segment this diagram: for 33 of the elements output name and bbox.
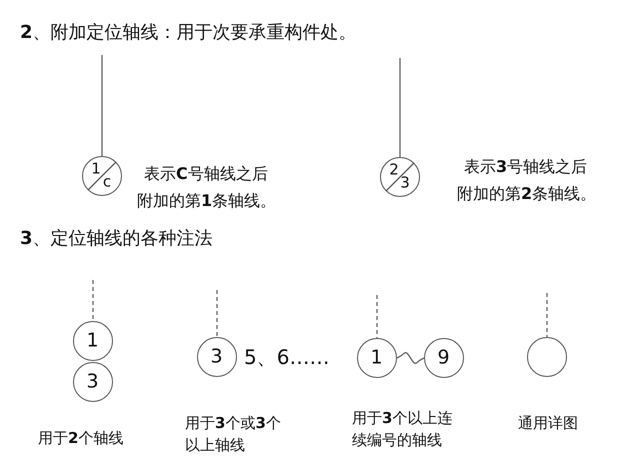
axis-number-circle (424, 338, 464, 378)
axis-number: 1 (86, 331, 99, 350)
continuation-text: 5、6…… (244, 345, 330, 369)
section-heading: 2、附加定位轴线：用于次要承重构件处。 (20, 21, 358, 45)
axis-number: c (102, 174, 112, 190)
axis-number: 1 (91, 162, 101, 176)
axis-number: 1 (370, 348, 383, 367)
description-text: 表示3号轴线之后附加的第2条轴线。 (457, 156, 598, 206)
axis-number-circle (357, 338, 397, 378)
axis-line (376, 295, 378, 338)
axis-line (546, 293, 548, 337)
caption-text: 用于2个轴线 (38, 428, 124, 449)
axis-number-circle (197, 337, 237, 377)
axis-number-circle (73, 321, 113, 361)
axis-line (399, 58, 401, 157)
axis-number: 3 (86, 372, 99, 391)
axis-line (101, 55, 103, 156)
caption-text: 通用详图 (518, 413, 579, 434)
axis-line (92, 280, 94, 321)
axis-number-circle (380, 157, 420, 197)
connector-line (396, 352, 424, 364)
section-heading: 3、定位轴线的各种注法 (20, 227, 214, 251)
axis-number: 3 (400, 176, 410, 190)
caption-text: 用于3个以上连续编号的轴线 (352, 408, 454, 451)
axis-number: 3 (210, 347, 223, 366)
axis-number-circle (82, 156, 122, 196)
axis-number-circle (73, 362, 113, 402)
caption-text: 用于3个或3个以上轴线 (185, 413, 282, 456)
description-text: 表示C号轴线之后附加的第1条轴线。 (137, 163, 278, 212)
axis-line (216, 290, 218, 337)
axis-number: 9 (437, 348, 450, 367)
axis-number-circle (527, 337, 567, 377)
axis-number: 2 (389, 162, 399, 178)
